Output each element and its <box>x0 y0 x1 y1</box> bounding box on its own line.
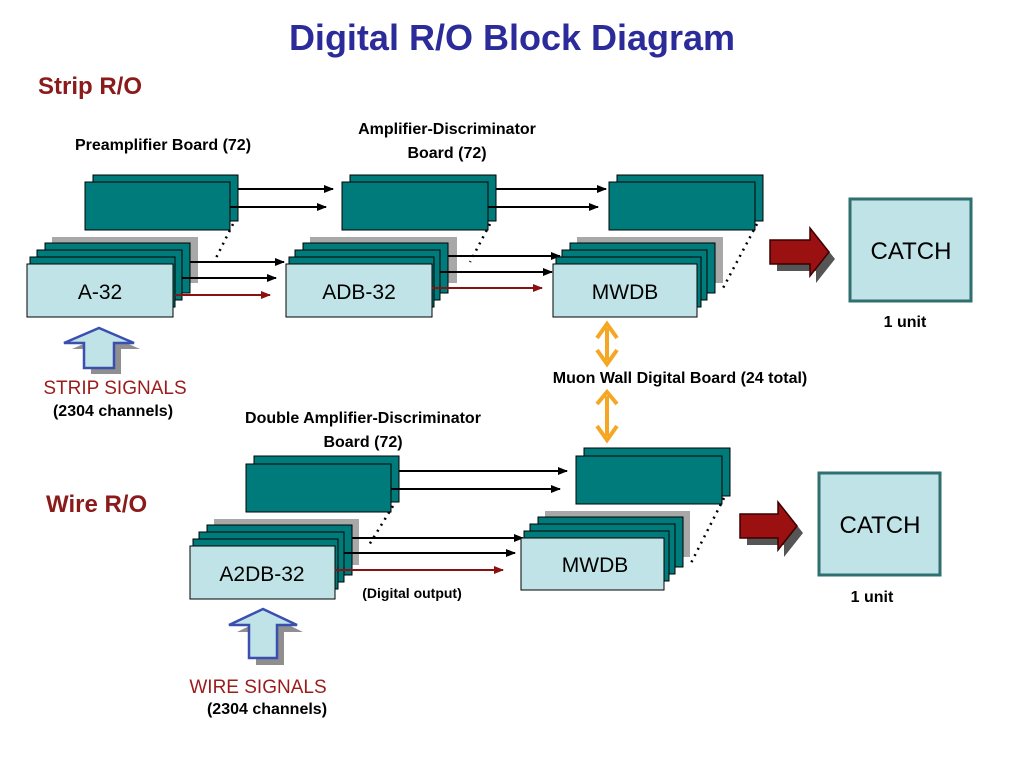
adb32-label: ADB-32 <box>322 281 396 304</box>
page-title: Digital R/O Block Diagram <box>289 17 735 58</box>
strip-channels-label: (2304 channels) <box>53 403 173 420</box>
dadb-label-line2: Board (72) <box>323 434 402 451</box>
strip-arrows-stage2 <box>432 185 607 292</box>
preamp-board-label: Preamplifier Board (72) <box>75 137 251 154</box>
wire-mwdb-box <box>520 537 665 591</box>
orange-double-arrow-lower <box>595 388 619 444</box>
strip-catch-box <box>848 197 973 303</box>
a2db32-dotted-link <box>367 505 395 546</box>
strip-catch-units: 1 unit <box>884 314 927 331</box>
dadb-label-line1: Double Amplifier-Discriminator <box>245 410 481 427</box>
strip-arrows-stage1 <box>175 185 334 299</box>
wire-catch-units: 1 unit <box>851 589 894 606</box>
wire-signals-up-arrow <box>228 607 303 665</box>
wire-catch-box <box>817 471 942 577</box>
wire-catch-red-arrow <box>739 499 803 557</box>
a32-dotted-link <box>212 223 235 263</box>
wire-mwdb-dotted-link <box>688 497 726 566</box>
orange-double-arrow-upper <box>595 320 619 368</box>
a32-label: A-32 <box>78 281 122 304</box>
wire-mwdb-label: MWDB <box>562 554 629 577</box>
ampdisc-teal-boards <box>341 174 497 231</box>
strip-mwdb-dotted-link <box>720 223 759 291</box>
adb32-box <box>285 263 433 318</box>
strip-catch-red-arrow <box>769 225 835 283</box>
mwdb-description-label: Muon Wall Digital Board (24 total) <box>553 370 808 387</box>
ampdisc-label-line1: Amplifier-Discriminator <box>358 121 536 138</box>
strip-mwdb-box <box>552 263 698 318</box>
wire-signals-label: WIRE SIGNALS <box>189 677 326 698</box>
wire-section-label: Wire R/O <box>46 491 147 518</box>
wire-catch-label: CATCH <box>840 512 921 539</box>
preamp-teal-boards <box>84 174 239 231</box>
strip-signals-label: STRIP SIGNALS <box>43 378 186 399</box>
a32-box <box>26 263 174 318</box>
strip-signals-up-arrow <box>63 326 140 374</box>
strip-mwdb-label: MWDB <box>592 281 659 304</box>
strip-mwdb-teal-boards <box>608 174 764 231</box>
a2db32-box <box>189 545 336 600</box>
wire-mwdb-teal-boards <box>575 447 731 505</box>
wire-channels-label: (2304 channels) <box>207 701 327 718</box>
wire-arrows <box>335 467 568 574</box>
digital-output-label: (Digital output) <box>362 585 462 601</box>
ampdisc-label-line2: Board (72) <box>407 145 486 162</box>
dadb-teal-boards <box>245 455 400 513</box>
strip-section-label: Strip R/O <box>38 73 142 100</box>
a2db32-label: A2DB-32 <box>219 563 304 586</box>
strip-catch-label: CATCH <box>871 238 952 265</box>
